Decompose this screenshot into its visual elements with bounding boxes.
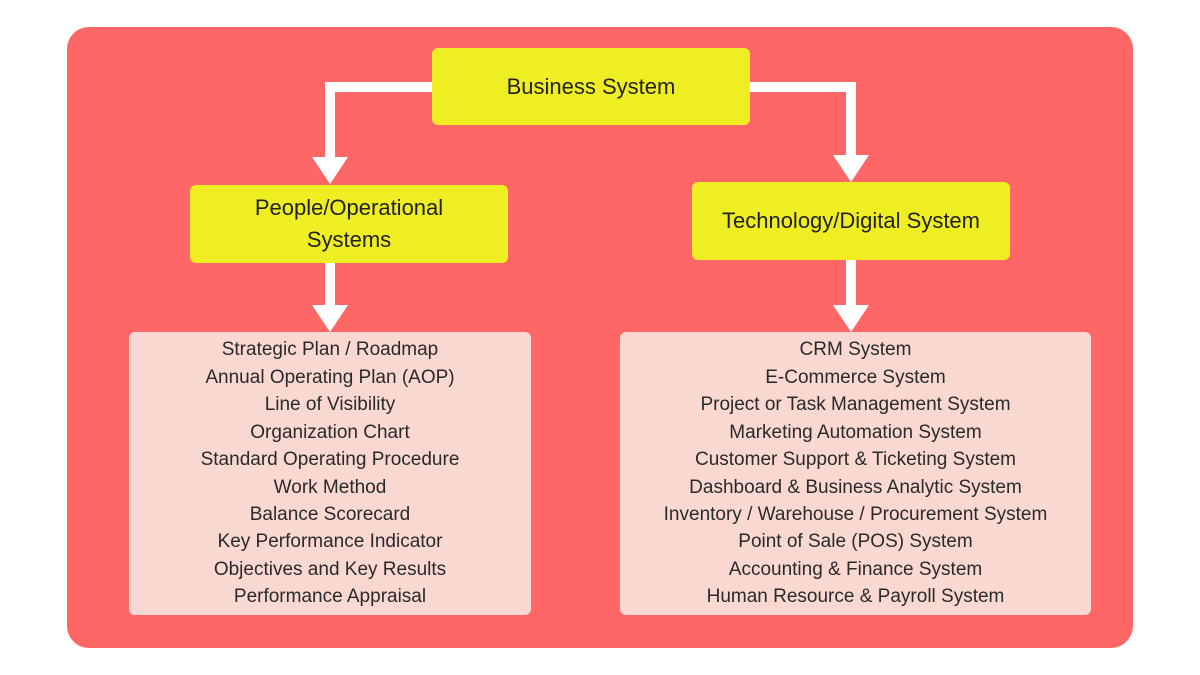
list-item: Standard Operating Procedure [200, 449, 460, 471]
connector-root-to-people [325, 82, 432, 160]
business-system-node: Business System [432, 48, 750, 125]
list-item: Customer Support & Ticketing System [694, 449, 1016, 471]
arrowhead-people-list [312, 305, 348, 332]
technology-digital-node: Technology/Digital System [692, 182, 1010, 260]
arrowhead-technology-list [833, 305, 869, 332]
people-operational-node: People/Operational Systems [190, 185, 508, 263]
list-item: Inventory / Warehouse / Procurement Syst… [663, 503, 1048, 525]
technology-digital-list: CRM System E-Commerce System Project or … [620, 332, 1091, 615]
list-item: Work Method [273, 476, 387, 498]
list-item: Line of Visibility [264, 394, 396, 416]
list-item: Strategic Plan / Roadmap [221, 339, 439, 361]
list-item: E-Commerce System [765, 366, 946, 388]
people-operational-label: People/Operational Systems [254, 195, 444, 252]
list-item: Human Resource & Payroll System [706, 586, 1005, 608]
list-item: Balance Scorecard [249, 503, 411, 525]
technology-digital-label: Technology/Digital System [721, 208, 980, 233]
connector-root-to-technology [750, 82, 856, 158]
list-item: Marketing Automation System [729, 421, 982, 443]
people-operational-list: Strategic Plan / Roadmap Annual Operatin… [129, 332, 531, 615]
list-item: CRM System [799, 339, 912, 361]
business-system-label: Business System [506, 73, 676, 99]
list-item: Annual Operating Plan (AOP) [205, 366, 455, 388]
list-item: Objectives and Key Results [213, 558, 447, 580]
list-item: Performance Appraisal [233, 586, 427, 608]
list-item: Key Performance Indicator [217, 531, 443, 553]
list-item: Organization Chart [250, 421, 410, 443]
list-item: Dashboard & Business Analytic System [689, 476, 1022, 498]
arrowhead-people [312, 157, 348, 184]
list-item: Point of Sale (POS) System [738, 531, 973, 553]
arrowhead-technology [833, 155, 869, 182]
list-item: Accounting & Finance System [728, 558, 983, 580]
list-item: Project or Task Management System [700, 394, 1011, 416]
